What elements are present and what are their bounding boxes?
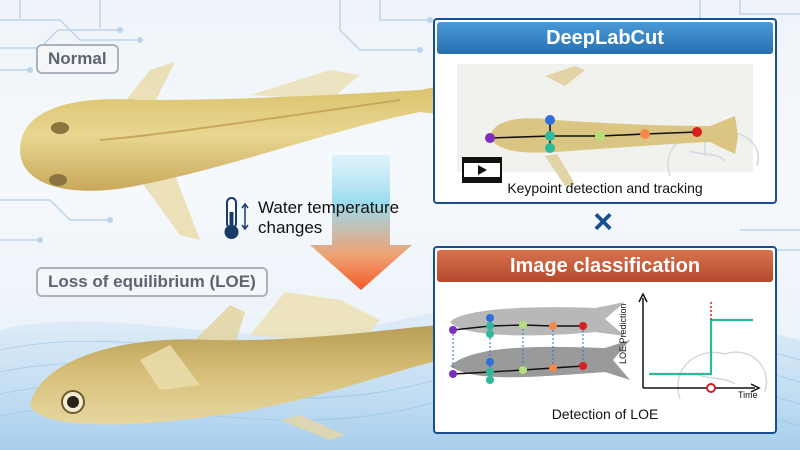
plot-ylabel: LOE Prediction [618, 303, 628, 364]
classification-panel: Image classification [433, 246, 777, 434]
deeplabcut-title: DeepLabCut [437, 22, 773, 54]
temperature-line-2: changes [258, 218, 323, 237]
temperature-label: Water temperature changes [258, 198, 399, 238]
keypoint-center [545, 131, 555, 141]
combination-cross-icon: × [593, 203, 613, 241]
keypoint-illustration [457, 64, 760, 186]
plot-xlabel: Time [738, 390, 758, 400]
loe-label: Loss of equilibrium (LOE) [36, 267, 268, 297]
keypoint-snout [485, 133, 495, 143]
temperature-line-1: Water temperature [258, 198, 400, 217]
deeplabcut-caption: Keypoint detection and tracking [507, 180, 703, 196]
keypoint-mid [595, 131, 605, 141]
normal-label: Normal [36, 44, 119, 74]
deeplabcut-panel: DeepLabCut [433, 18, 777, 204]
loe-prediction-plot [638, 292, 761, 393]
classification-title: Image classification [437, 250, 773, 282]
keypoint-rear [640, 129, 650, 139]
keypoint-tail [692, 127, 702, 137]
keypoint-top [545, 115, 555, 125]
classification-caption: Detection of LOE [551, 406, 659, 422]
keypoint-bottom [545, 143, 555, 153]
classification-illustration [449, 292, 768, 400]
video-icon [462, 157, 502, 183]
